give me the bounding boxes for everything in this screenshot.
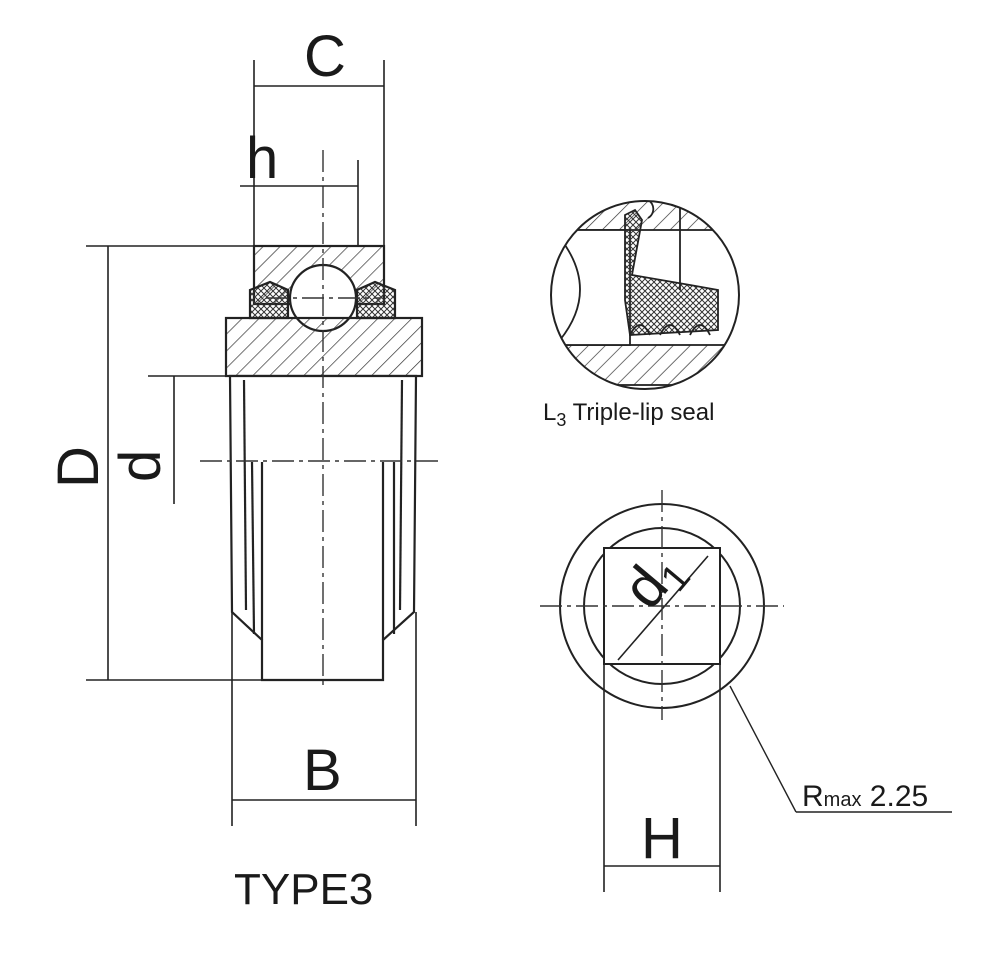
seal-caption: L3 Triple-lip seal	[543, 399, 714, 430]
dimension-lines	[86, 60, 417, 826]
dim-H-label: H	[641, 806, 683, 871]
right-seal	[355, 280, 397, 320]
radius-label: Rmax 2.25	[802, 780, 928, 813]
seal-detail-circle	[550, 200, 740, 390]
type-label: TYPE3	[234, 865, 373, 914]
dim-h-label: h	[246, 126, 278, 191]
bore-centerlines	[540, 490, 784, 720]
left-seal	[248, 280, 290, 320]
dim-D-label: D	[46, 446, 111, 488]
dim-d-label: d	[108, 450, 173, 482]
bearing-side-view	[224, 244, 424, 682]
seal-detail: L3 Triple-lip seal	[543, 200, 740, 430]
centerlines	[200, 150, 440, 690]
square-bore-detail	[559, 503, 952, 892]
dim-c-label: C	[304, 24, 346, 89]
inner-ring	[224, 316, 424, 378]
dim-b-label: B	[303, 738, 342, 803]
